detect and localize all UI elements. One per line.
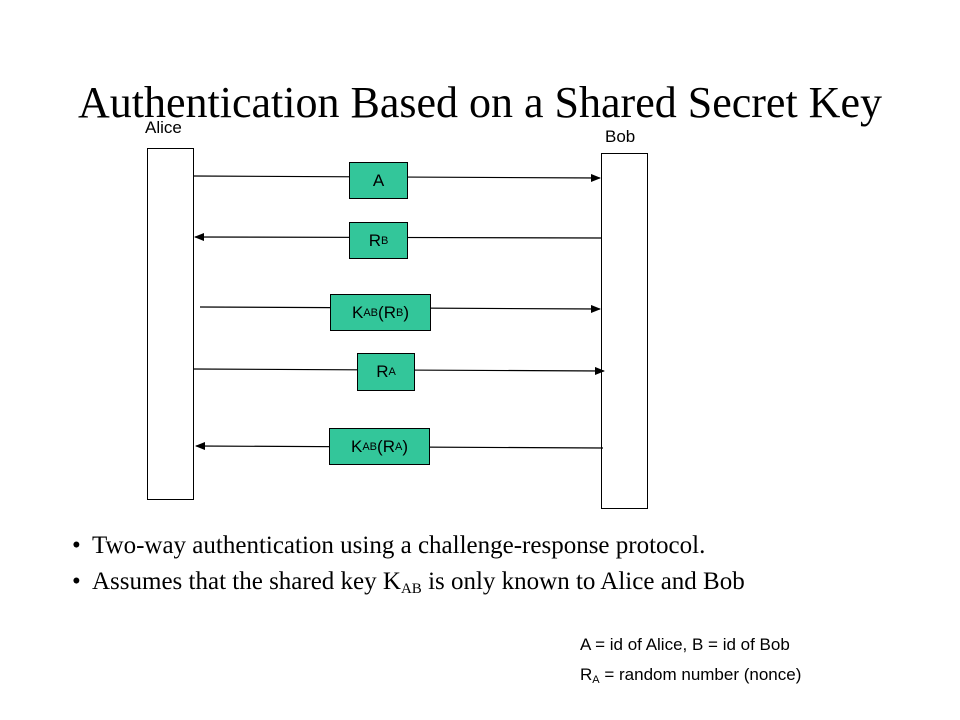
bullet-list: • Two-way authentication using a challen… [72,532,892,611]
legend-line-ids: A = id of Alice, B = id of Bob [580,635,790,654]
bullet-dot: • [72,532,81,559]
slide-title: Authentication Based on a Shared Secret … [78,78,882,127]
bullet-item: • Assumes that the shared key KAB is onl… [72,568,745,597]
bullet-item: • Two-way authentication using a challen… [72,532,706,559]
actor-label-bob: Bob [605,127,636,146]
bob-lifeline [601,153,648,509]
bullet-dot: • [72,568,81,595]
message-box-a: A [349,162,408,199]
actor-label-alice: Alice [145,118,182,137]
legend-line-nonce: RA = random number (nonce) [580,665,802,686]
alice-lifeline [147,148,194,500]
legend: A = id of Alice, B = id of Bob RA = rand… [580,630,801,695]
